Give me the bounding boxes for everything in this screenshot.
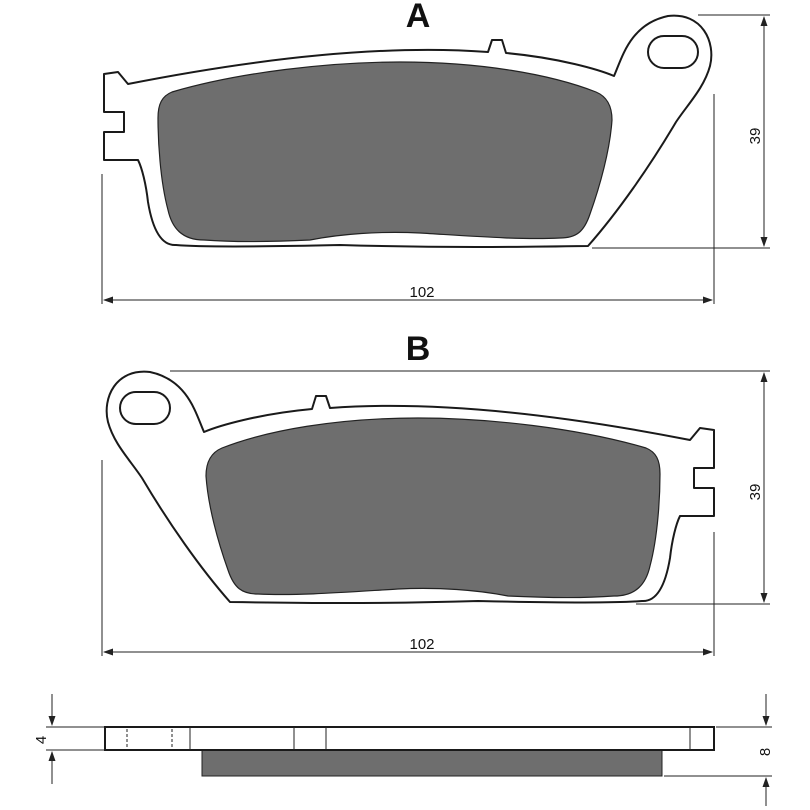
view-b-mounting-hole xyxy=(119,391,171,425)
view-a-mounting-hole xyxy=(647,35,699,69)
view-b-label: B xyxy=(406,330,431,368)
view-a: A 102 39 xyxy=(101,0,770,304)
side-view-friction-material xyxy=(201,749,663,777)
side-view-backing-thickness-value: 4 xyxy=(33,736,50,744)
view-b-width-value: 102 xyxy=(409,636,434,653)
side-view-backing-plate xyxy=(104,726,715,751)
side-view: 4 8 xyxy=(33,694,774,806)
view-a-width-value: 102 xyxy=(409,284,434,301)
side-view-total-thickness-value: 8 xyxy=(757,748,774,756)
view-b-height-value: 39 xyxy=(747,484,764,501)
view-a-friction-pad xyxy=(157,61,613,243)
view-b-friction-pad xyxy=(205,417,661,599)
view-b: B 102 39 xyxy=(101,330,770,656)
view-a-label: A xyxy=(406,0,431,35)
view-a-height-value: 39 xyxy=(747,128,764,145)
